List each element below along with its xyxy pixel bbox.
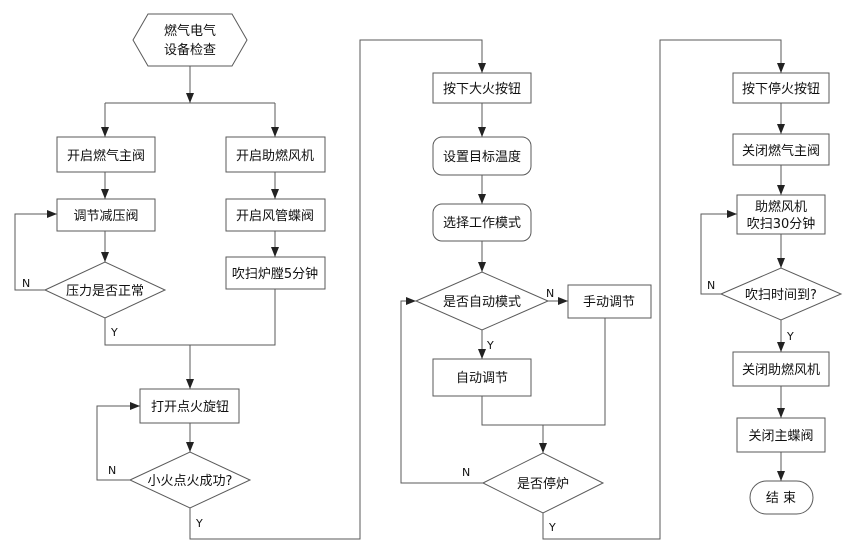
pressure-no-label: N <box>22 277 30 290</box>
fan-purge-text-line2: 吹扫30分钟 <box>747 216 816 232</box>
fan-purge-text-line1: 助燃风机 <box>755 199 807 215</box>
press-stop-box: 按下停火按钮 <box>732 72 830 104</box>
end-node: 结 束 <box>749 480 814 515</box>
close-gas-main-text: 关闭燃气主阀 <box>742 143 820 159</box>
manual-adjust-box: 手动调节 <box>567 284 652 319</box>
open-gas-main-text: 开启燃气主阀 <box>67 148 145 164</box>
set-target-temp-text: 设置目标温度 <box>443 149 521 165</box>
adjust-pressure-valve-box: 调节减压阀 <box>56 198 156 232</box>
pressure-check-text: 压力是否正常 <box>66 284 144 299</box>
start-text-line2: 设备检查 <box>164 42 216 58</box>
fan-purge-box: 助燃风机 吹扫30分钟 <box>736 194 826 235</box>
small-fire-check-decision: 小火点火成功? <box>128 451 252 509</box>
time-no-label: N <box>707 279 715 292</box>
time-yes-label: Y <box>786 330 794 343</box>
select-mode-box: 选择工作模式 <box>432 203 532 242</box>
auto-adjust-box: 自动调节 <box>432 358 532 397</box>
ignition-no-label: N <box>108 464 116 477</box>
small-fire-check-text: 小火点火成功? <box>148 474 233 489</box>
start-text-line1: 燃气电气 <box>164 23 216 39</box>
close-gas-main-box: 关闭燃气主阀 <box>732 133 830 166</box>
auto-mode-no-label: N <box>546 287 554 300</box>
press-big-fire-text: 按下大火按钮 <box>443 82 521 97</box>
open-ignition-knob-box: 打开点火旋钮 <box>139 388 240 424</box>
close-main-butterfly-box: 关闭主蝶阀 <box>736 417 826 453</box>
press-stop-text: 按下停火按钮 <box>742 81 820 97</box>
open-gas-main-box: 开启燃气主阀 <box>56 136 156 173</box>
pressure-check-decision: 压力是否正常 <box>43 261 167 319</box>
set-target-temp-box: 设置目标温度 <box>432 136 532 176</box>
stop-yes-label: Y <box>548 521 556 534</box>
close-fan-box: 关闭助燃风机 <box>732 351 830 387</box>
end-text: 结 束 <box>766 491 796 506</box>
stop-check-decision: 是否停炉 <box>481 452 605 514</box>
open-butterfly-valve-text: 开启风管蝶阀 <box>236 209 314 224</box>
close-main-butterfly-text: 关闭主蝶阀 <box>748 429 813 444</box>
auto-mode-check-decision: 是否自动模式 <box>414 271 550 331</box>
manual-adjust-text: 手动调节 <box>583 295 635 310</box>
ignition-yes-label: Y <box>195 517 203 530</box>
select-mode-text: 选择工作模式 <box>443 216 521 231</box>
press-big-fire-box: 按下大火按钮 <box>432 72 532 104</box>
adjust-pressure-valve-text: 调节减压阀 <box>73 209 138 224</box>
purge-chamber-box: 吹扫炉膛5分钟 <box>225 256 326 290</box>
open-ignition-knob-text: 打开点火旋钮 <box>151 400 229 415</box>
connectors <box>14 39 785 540</box>
time-check-decision: 吹扫时间到? <box>719 267 843 321</box>
start-node: 燃气电气 设备检查 <box>132 13 248 67</box>
purge-chamber-text: 吹扫炉膛5分钟 <box>232 266 318 282</box>
time-check-text: 吹扫时间到? <box>745 288 817 303</box>
auto-adjust-text: 自动调节 <box>456 371 508 386</box>
auto-mode-check-text: 是否自动模式 <box>443 295 521 310</box>
stop-check-text: 是否停炉 <box>517 476 569 492</box>
open-butterfly-valve-box: 开启风管蝶阀 <box>225 198 326 232</box>
stop-no-label: N <box>462 466 470 479</box>
open-fan-box: 开启助燃风机 <box>225 136 326 173</box>
auto-mode-yes-label: Y <box>486 339 494 352</box>
pressure-yes-label: Y <box>110 326 118 339</box>
close-fan-text: 关闭助燃风机 <box>742 362 820 378</box>
open-fan-text: 开启助燃风机 <box>236 148 314 164</box>
